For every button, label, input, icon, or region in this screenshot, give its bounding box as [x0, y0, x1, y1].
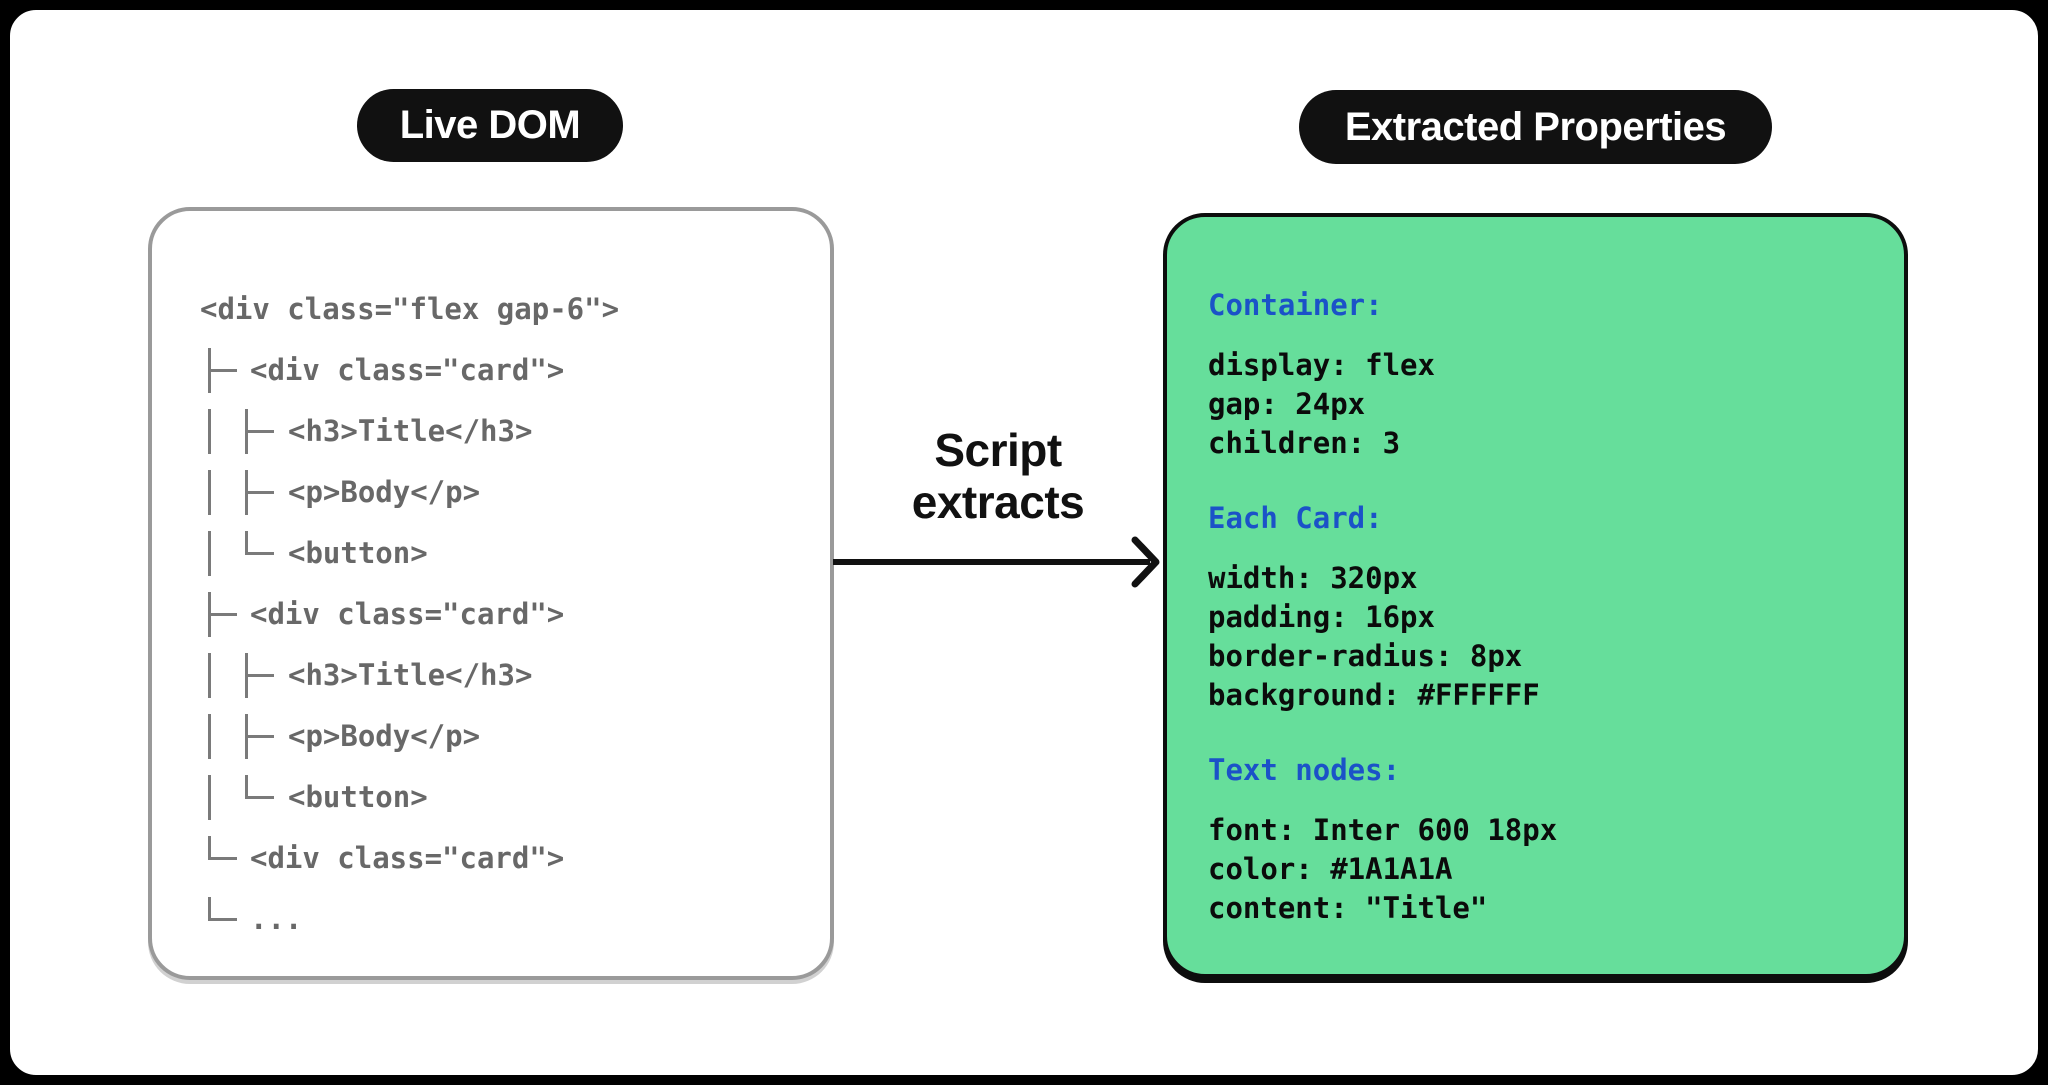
prop-line: gap: 24px — [1208, 387, 1366, 421]
tree-node-text: ... — [250, 902, 303, 936]
extracted-properties-panel: Container: display: flex gap: 24px children… — [1163, 213, 1908, 978]
tree-node-text: <div class="card"> — [250, 597, 565, 631]
dom-tree-row: <div class="card"> — [152, 828, 830, 889]
arrow-label-line1: Script — [934, 424, 1062, 476]
prop-line: color: #1A1A1A — [1208, 852, 1453, 886]
live-dom-badge: Live DOM — [357, 89, 623, 162]
props-section-heading: Each Card: — [1208, 501, 1383, 535]
extracted-properties-badge-label: Extracted Properties — [1344, 104, 1727, 149]
tree-connector-tee-icon — [245, 462, 277, 523]
tree-connector-tee-icon — [208, 340, 240, 401]
tree-connector-elbow-icon — [208, 828, 240, 889]
prop-line: width: 320px — [1208, 561, 1418, 595]
tree-connector-elbow-icon — [208, 889, 240, 950]
dom-tree-row: <button> — [152, 523, 830, 584]
prop-line: font: Inter 600 18px — [1208, 813, 1558, 847]
dom-tree: <div class="flex gap-6"> <div class="card… — [152, 211, 830, 950]
tree-connector-pipe-icon — [208, 462, 240, 523]
dom-tree-row: <p>Body</p> — [152, 462, 830, 523]
tree-node-text: <h3>Title</h3> — [288, 414, 533, 448]
props-section-heading: Text nodes: — [1208, 753, 1401, 787]
prop-line: background: #FFFFFF — [1208, 678, 1540, 712]
prop-line: border-radius: 8px — [1208, 639, 1523, 673]
live-dom-badge-label: Live DOM — [399, 103, 581, 147]
dom-tree-row: <div class="card"> — [152, 340, 830, 401]
tree-connector-pipe-icon — [208, 706, 240, 767]
dom-tree-panel: <div class="flex gap-6"> <div class="card… — [148, 207, 834, 980]
dom-tree-row: <p>Body</p> — [152, 706, 830, 767]
arrow-label: Script extracts — [823, 424, 1173, 528]
prop-line: display: flex — [1208, 348, 1435, 382]
tree-connector-elbow-icon — [245, 767, 277, 828]
tree-node-text: <p>Body</p> — [288, 475, 481, 509]
props-section: Each Card: width: 320px padding: 16px borde… — [1208, 498, 1884, 715]
tree-node-text: <div class="card"> — [250, 353, 565, 387]
props-section-heading: Container: — [1208, 288, 1383, 322]
tree-node-text: <button> — [288, 780, 428, 814]
arrow-label-line2: extracts — [911, 476, 1085, 528]
props-section: Container: display: flex gap: 24px children… — [1208, 285, 1884, 463]
tree-node-text: <div class="card"> — [250, 841, 565, 875]
tree-node-text: <button> — [288, 536, 428, 570]
prop-line: children: 3 — [1208, 426, 1401, 460]
dom-tree-row: <h3>Title</h3> — [152, 645, 830, 706]
tree-node-text: <h3>Title</h3> — [288, 658, 533, 692]
dom-tree-row: <h3>Title</h3> — [152, 401, 830, 462]
tree-connector-tee-icon — [245, 645, 277, 706]
tree-node-text: <div class="flex gap-6"> — [200, 292, 620, 326]
tree-connector-elbow-icon — [245, 523, 277, 584]
dom-tree-row: <div class="card"> — [152, 584, 830, 645]
tree-connector-tee-icon — [245, 401, 277, 462]
extracted-properties-list: Container: display: flex gap: 24px children… — [1208, 285, 1884, 963]
dom-tree-row: <button> — [152, 767, 830, 828]
prop-line: padding: 16px — [1208, 600, 1435, 634]
extracted-properties-badge: Extracted Properties — [1299, 90, 1772, 164]
dom-tree-row: ... — [152, 889, 830, 950]
dom-tree-row: <div class="flex gap-6"> — [152, 279, 830, 340]
prop-line: content: "Title" — [1208, 891, 1488, 925]
tree-connector-pipe-icon — [208, 523, 240, 584]
tree-connector-tee-icon — [208, 584, 240, 645]
props-section: Text nodes: font: Inter 600 18px color: #1… — [1208, 750, 1884, 928]
tree-connector-tee-icon — [245, 706, 277, 767]
tree-connector-pipe-icon — [208, 645, 240, 706]
tree-connector-pipe-icon — [208, 767, 240, 828]
tree-node-text: <p>Body</p> — [288, 719, 481, 753]
tree-connector-pipe-icon — [208, 401, 240, 462]
